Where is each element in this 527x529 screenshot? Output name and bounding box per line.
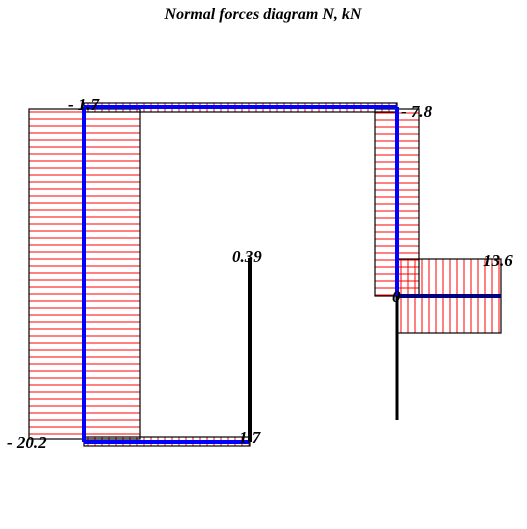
value-labels: - 1.7 - 7.8 - 20.2 1.7 0.39 13.6 0 — [7, 95, 513, 452]
value-bottom-mid: 1.7 — [239, 428, 262, 447]
value-top-left: - 1.7 — [68, 95, 101, 114]
diagram-title: Normal forces diagram N, kN — [164, 6, 363, 23]
value-center-column: 0.39 — [232, 247, 262, 266]
value-bottom-left: - 20.2 — [7, 433, 47, 452]
value-right-beam: 13.6 — [483, 251, 513, 270]
value-top-right: - 7.8 — [401, 102, 433, 121]
force-hatching — [29, 103, 500, 446]
value-zero: 0 — [392, 287, 401, 306]
frame-members — [82, 105, 501, 444]
